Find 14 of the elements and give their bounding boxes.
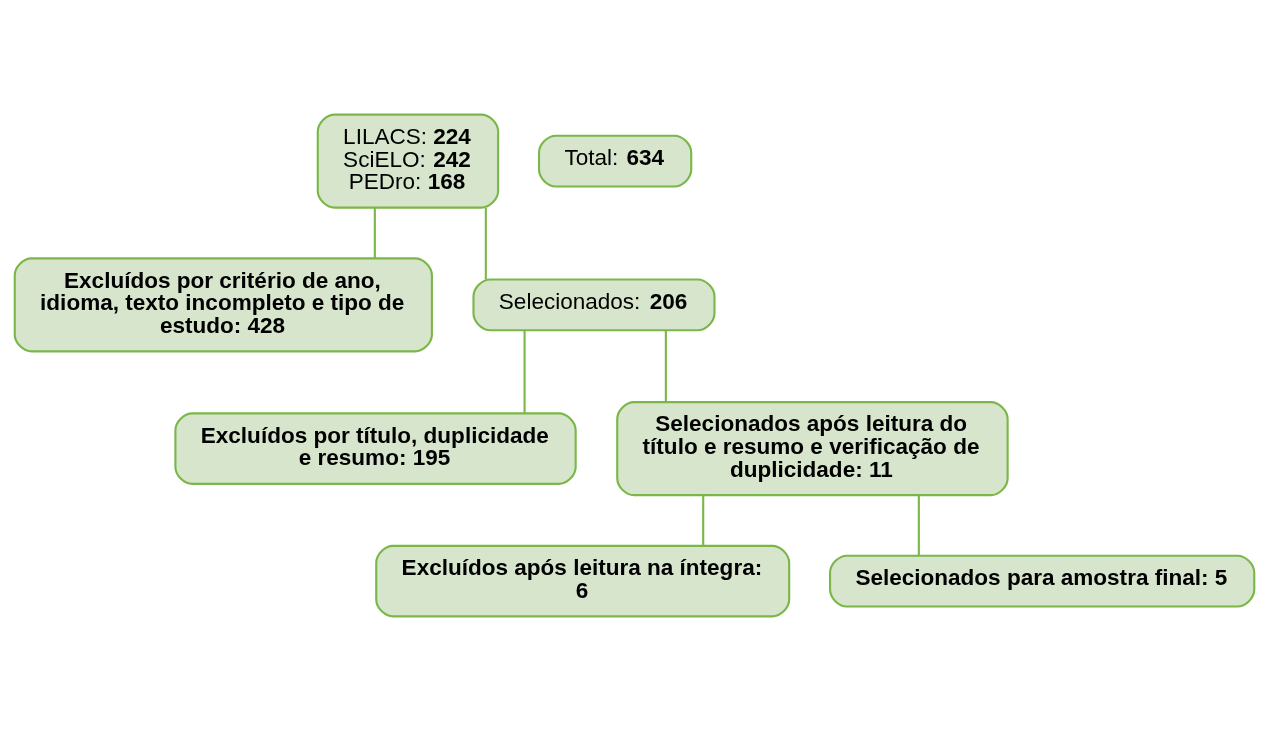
node-box: Selecionados para amostra final: 5: [829, 554, 1256, 608]
node-box: Selecionados após leitura do título e resumo e verificação de duplicidade: 11: [616, 401, 1009, 497]
connector: [373, 207, 376, 258]
node-box: Total: 634: [537, 134, 693, 188]
node-box: Selecionados: 206: [472, 278, 716, 332]
node-box: Excluídos por critério de ano, idioma, texto incompleto e tipo de estudo: 428: [13, 257, 433, 353]
node-box: Excluídos por título, duplicidade e resumo: 195: [174, 412, 577, 485]
connector: [702, 495, 705, 546]
connector: [917, 495, 920, 556]
connector: [484, 207, 487, 280]
node-box: Excluídos após leitura na íntegra: 6: [375, 544, 791, 618]
node-box: LILACS: 224 SciELO: 242 PEDro: 168: [316, 113, 500, 209]
connector: [523, 330, 526, 413]
connector: [664, 330, 667, 402]
